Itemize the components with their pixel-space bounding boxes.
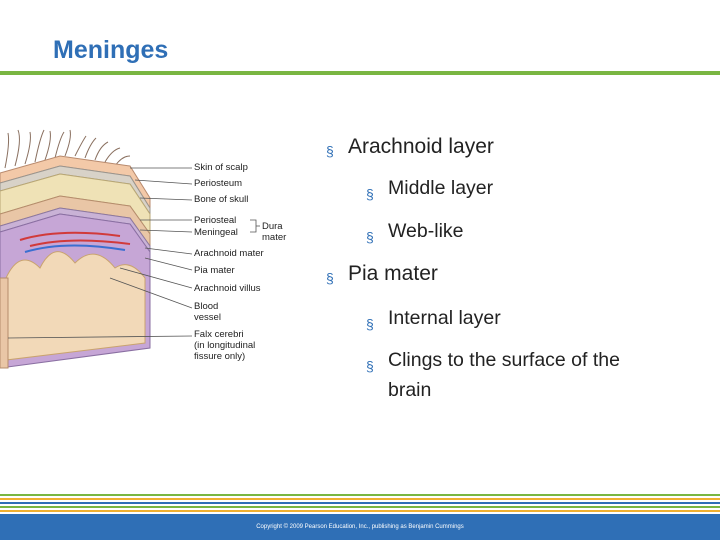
- label-dura-mater: Dura mater: [262, 221, 287, 243]
- title-divider: [0, 71, 720, 75]
- square-bullet-icon: §: [326, 270, 334, 286]
- label-arachnoid-villus: Arachnoid villus: [194, 283, 261, 294]
- slide-title: Meninges: [53, 36, 169, 64]
- bullet-item: § Arachnoid layer: [326, 134, 706, 160]
- label-periosteal: Periosteal: [194, 215, 237, 226]
- footer-bar: [0, 516, 720, 540]
- label-skin-of-scalp: Skin of scalp: [194, 162, 248, 173]
- square-bullet-icon: §: [366, 358, 374, 374]
- bullet-item: § Web-like: [366, 216, 706, 246]
- bullet-item: § Internal layer: [366, 303, 706, 333]
- brain-layers-drawing: [0, 129, 260, 369]
- bullet-item: § Clings to the surface of the brain: [366, 349, 620, 401]
- bullet-item: § Middle layer: [366, 173, 706, 203]
- bullet-item: § Pia mater: [326, 261, 706, 287]
- label-bone-of-skull: Bone of skull: [194, 194, 249, 205]
- square-bullet-icon: §: [326, 143, 334, 159]
- leader-lines: [7, 167, 260, 339]
- square-bullet-icon: §: [366, 316, 374, 332]
- label-arachnoid-mater: Arachnoid mater: [194, 248, 264, 259]
- square-bullet-icon: §: [366, 186, 374, 202]
- copyright-notice: Copyright © 2009 Pearson Education, Inc.…: [256, 524, 464, 530]
- meninges-illustration: Skin of scalp Periosteum Bone of skull P…: [0, 128, 300, 378]
- label-pia-mater: Pia mater: [194, 265, 235, 276]
- label-blood-vessel: Blood vessel: [194, 301, 221, 323]
- label-meningeal: Meningeal: [194, 227, 238, 238]
- label-periosteum: Periosteum: [194, 178, 243, 189]
- square-bullet-icon: §: [366, 229, 374, 245]
- label-falx-cerebri: Falx cerebri (in longitudinal fissure on…: [194, 329, 256, 362]
- footer-stripes: [0, 494, 720, 516]
